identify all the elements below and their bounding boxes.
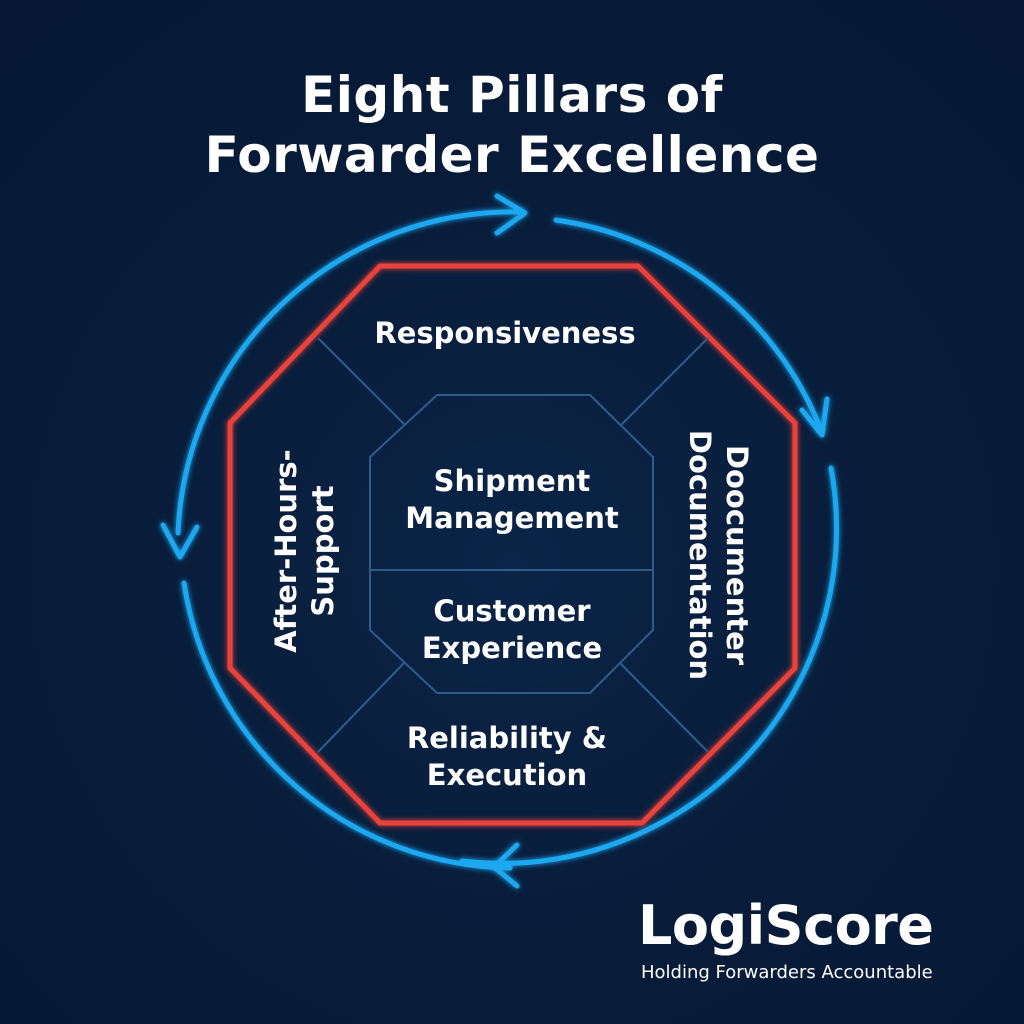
- arrowhead-top-icon: [494, 193, 528, 236]
- title-line-1: Eight Pillars of: [301, 66, 723, 124]
- inner-octagon: [369, 394, 654, 694]
- pillar-customer-line-2: Experience: [421, 631, 603, 665]
- spoke-bottom-right: [619, 662, 709, 753]
- pillar-shipment-management: Shipment Management: [362, 463, 662, 537]
- spoke-top-right: [620, 337, 709, 426]
- pillar-after-hours-support: After-Hours- Support: [268, 421, 342, 681]
- pillar-customer-experience: Customer Experience: [362, 593, 662, 667]
- pillar-responsiveness-label: Responsiveness: [374, 316, 636, 350]
- pillar-reliability-line-2: Execution: [426, 758, 588, 792]
- title-line-2: Forwarder Excellence: [204, 126, 820, 184]
- pillar-reliability-line-1: Reliability &: [406, 721, 608, 755]
- cycle-arc-right-top: [553, 217, 824, 433]
- brand-logo: LogiScore: [638, 894, 934, 957]
- pillar-documentation-line-1: Doocumenter: [720, 444, 754, 666]
- cycle-arc-right: [459, 465, 839, 866]
- spoke-bottom-left: [317, 662, 405, 753]
- arrowhead-bottom-icon: [491, 842, 520, 889]
- pillar-after-hours-line-2: Support: [306, 485, 340, 617]
- pillar-customer-line-1: Customer: [433, 594, 591, 628]
- arrowhead-left-icon: [160, 522, 200, 560]
- pillar-documentation: Doocumenter Documentation: [681, 425, 755, 685]
- brand-tagline: Holding Forwarders Accountable: [641, 962, 933, 983]
- cycle-arc-left: [181, 580, 513, 871]
- pillar-documentation-line-2: Documentation: [683, 429, 717, 681]
- outer-octagon: [227, 263, 798, 826]
- cycle-arc-top: [175, 209, 524, 536]
- pillar-after-hours-line-1: After-Hours-: [269, 449, 303, 653]
- pillar-shipment-line-2: Management: [405, 501, 619, 535]
- arrowhead-right-icon: [799, 396, 830, 438]
- pillar-shipment-line-1: Shipment: [433, 464, 591, 498]
- pillar-responsiveness: Responsiveness: [355, 315, 655, 352]
- pillar-reliability-execution: Reliability & Execution: [357, 720, 657, 794]
- spoke-top-left: [317, 337, 406, 426]
